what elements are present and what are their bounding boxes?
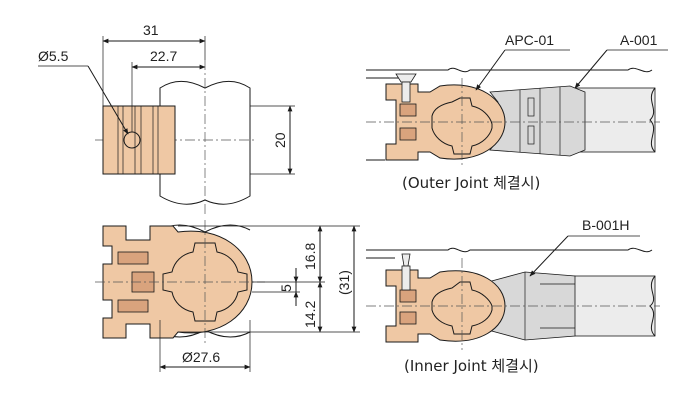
label-b-001h: B-001H xyxy=(582,217,629,233)
dim-20: 20 xyxy=(272,132,288,148)
section-view: 16.8 5 14.2 (31) Ø27.6 xyxy=(95,220,360,372)
dim-22-7: 22.7 xyxy=(150,48,177,64)
side-view: 31 22.7 Ø5.5 20 xyxy=(38,22,295,215)
dim-5: 5 xyxy=(278,284,294,292)
pipe-outline-side xyxy=(159,80,251,205)
label-apc-01: APC-01 xyxy=(505,32,554,48)
joint-block-side xyxy=(102,105,176,175)
inner-joint-assembly: B-001H (Inner Joint 체결시) xyxy=(366,217,660,375)
dim-16-8: 16.8 xyxy=(302,243,318,270)
dim-31-ref: (31) xyxy=(336,270,352,295)
bore-section xyxy=(162,242,248,322)
outer-joint-assembly: APC-01 A-001 (Outer Joint 체결시) xyxy=(366,32,668,192)
label-a-001: A-001 xyxy=(620,32,658,48)
dim-31: 31 xyxy=(143,22,159,38)
caption-outer: (Outer Joint 체결시) xyxy=(402,174,540,192)
dim-pipe-dia: Ø27.6 xyxy=(182,349,220,365)
dim-14-2: 14.2 xyxy=(302,301,318,328)
dim-hole-dia: Ø5.5 xyxy=(38,48,69,64)
caption-inner: (Inner Joint 체결시) xyxy=(404,357,539,375)
